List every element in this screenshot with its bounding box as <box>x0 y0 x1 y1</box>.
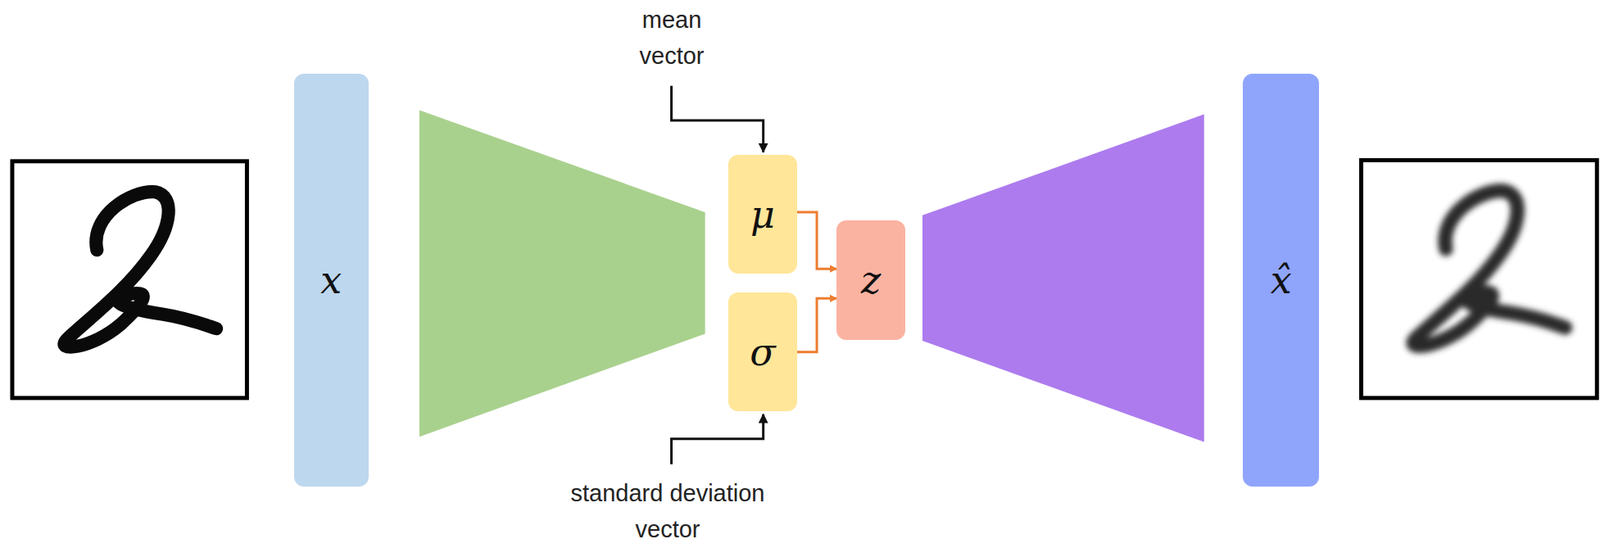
node-symbol: μ <box>750 195 776 234</box>
output-digit <box>1413 190 1566 347</box>
callout-label: standard deviation vector <box>536 475 799 548</box>
latent-vector-box: z <box>836 220 905 340</box>
output-layer: x̂ <box>1242 73 1319 487</box>
sampling-connector <box>797 212 838 269</box>
callout-label: mean vector <box>618 1 726 74</box>
mean-vector-box: μ <box>728 154 797 273</box>
leader-line <box>671 86 764 153</box>
input-digit <box>63 191 217 348</box>
decoder <box>922 114 1205 443</box>
encoder <box>419 110 706 438</box>
node-symbol: σ <box>749 333 776 372</box>
std-vector-box: σ <box>728 292 797 411</box>
input-image-frame <box>12 161 247 399</box>
node-symbol: z <box>861 261 881 300</box>
node-symbol: x̂ <box>1270 261 1292 300</box>
input-layer: x <box>294 73 369 487</box>
leader-line <box>671 414 764 465</box>
output-image-frame <box>1361 160 1598 399</box>
sampling-connector <box>797 298 838 352</box>
node-symbol: x <box>320 261 342 300</box>
